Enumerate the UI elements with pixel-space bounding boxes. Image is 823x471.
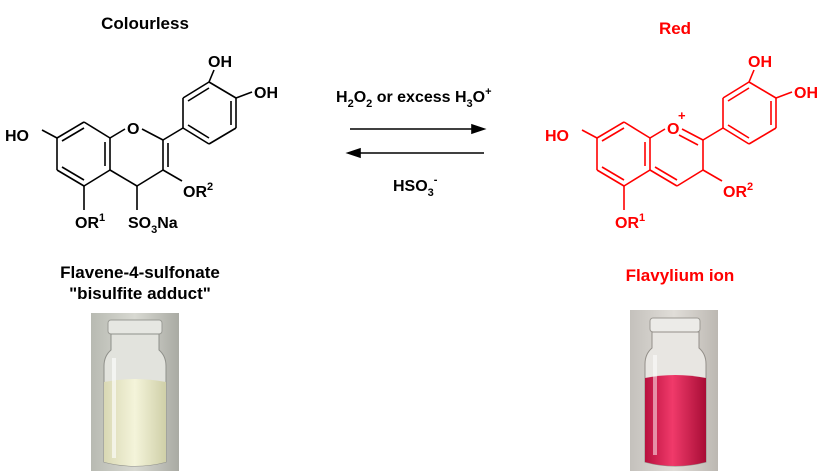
colourless-vial-photo bbox=[91, 313, 179, 471]
left-compound-subtitle: "bisulfite adduct" bbox=[69, 284, 211, 303]
equilibrium-arrows bbox=[345, 123, 487, 159]
right-or2-label: OR2 bbox=[723, 181, 753, 201]
right-or1-label: OR1 bbox=[615, 212, 645, 232]
right-state-label: Red bbox=[658, 19, 692, 38]
colourless-liquid bbox=[104, 379, 166, 466]
left-oh-top-label: OH bbox=[208, 54, 232, 71]
left-ho-label: HO bbox=[5, 128, 29, 145]
right-ring-oxygen-label: O bbox=[667, 121, 679, 138]
reverse-reagent-label: HSO3- bbox=[393, 174, 438, 199]
red-vial-photo bbox=[630, 310, 718, 471]
left-compound-name: Flavene-4-sulfonate bbox=[60, 263, 220, 282]
flavene-sulfonate-structure bbox=[41, 69, 253, 210]
right-oh-top-label: OH bbox=[748, 54, 772, 71]
left-or1-label: OR1 bbox=[75, 212, 105, 232]
left-atom-labels: HO O OH OH OR2 OR1 SO3Na bbox=[5, 54, 278, 236]
right-oh-right-label: OH bbox=[794, 85, 818, 102]
forward-arrow-head bbox=[471, 123, 487, 135]
left-or2-label: OR2 bbox=[183, 181, 213, 201]
left-ring-oxygen-label: O bbox=[127, 121, 139, 138]
left-state-label: Colourless bbox=[101, 14, 189, 33]
left-oh-right-label: OH bbox=[254, 85, 278, 102]
red-liquid bbox=[645, 375, 706, 466]
right-atom-labels: HO O + OH OH OR2 OR1 bbox=[545, 54, 818, 232]
right-ho-label: HO bbox=[545, 128, 569, 145]
right-positive-charge: + bbox=[678, 108, 686, 123]
forward-reagent-label: H2O2 or excess H3O+ bbox=[336, 86, 492, 110]
reverse-arrow-head bbox=[345, 147, 361, 159]
right-compound-name: Flavylium ion bbox=[625, 266, 735, 285]
left-so3na-label: SO3Na bbox=[128, 215, 178, 236]
flavylium-structure bbox=[581, 69, 793, 210]
